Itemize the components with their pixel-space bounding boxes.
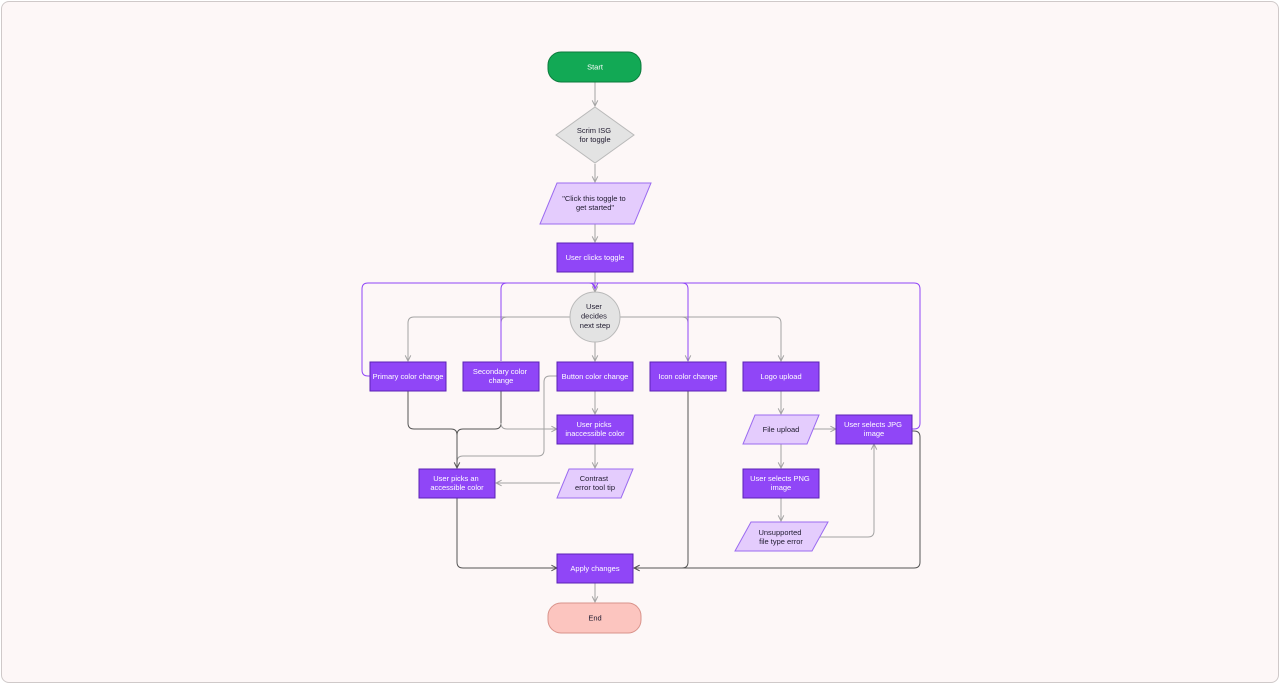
node-icon-color-change: Icon color change bbox=[649, 361, 727, 392]
node-unsupported-file: Unsupported file type error bbox=[734, 521, 829, 552]
edge-decide-to-primary bbox=[408, 316, 570, 361]
svg-text:User selects JPG image: User selects JPG image bbox=[844, 420, 904, 438]
svg-text:Apply changes: Apply changes bbox=[570, 564, 619, 573]
node-apply-changes: Apply changes bbox=[556, 553, 634, 584]
loop-secondary-to-decide bbox=[500, 282, 689, 361]
node-user-selects-jpg: User selects JPG image bbox=[835, 414, 913, 445]
node-start-label: Start bbox=[587, 62, 604, 71]
svg-text:Icon color change: Icon color change bbox=[658, 372, 717, 381]
svg-text:User clicks toggle: User clicks toggle bbox=[566, 253, 625, 262]
node-contrast-error: Contrast error tool tip bbox=[556, 468, 634, 499]
node-primary-color-change: Primary color change bbox=[369, 361, 447, 392]
svg-text:User picks an accessible: User picks an accessible color bbox=[430, 474, 484, 492]
edge-primary-to-accessible bbox=[407, 391, 457, 468]
edge-secondary-to-inaccessible bbox=[500, 422, 557, 429]
edge-jpg-to-apply bbox=[634, 430, 921, 568]
node-user-clicks-toggle: User clicks toggle bbox=[556, 242, 634, 273]
svg-text:Button color change: Button color change bbox=[562, 372, 629, 381]
svg-text:Primary color change: Primary color change bbox=[373, 372, 444, 381]
edge-icon-to-apply bbox=[634, 391, 689, 568]
svg-text:Secondary color change: Secondary color change bbox=[473, 367, 529, 385]
edges bbox=[361, 82, 921, 602]
svg-text:Unsupported file type er: Unsupported file type error bbox=[758, 528, 803, 546]
svg-text:End: End bbox=[588, 613, 601, 622]
node-click-toggle-label: "Click this toggle to get started" bbox=[562, 194, 628, 212]
node-button-color-change: Button color change bbox=[556, 361, 634, 392]
node-start: Start bbox=[547, 51, 642, 83]
node-scrim-isg-label: Scrim ISG for toggle bbox=[577, 126, 613, 144]
svg-text:User decides next: User decides next step bbox=[580, 302, 610, 330]
edge-unsupported-to-jpg bbox=[819, 444, 874, 538]
edge-secondary-to-accessible bbox=[456, 391, 502, 436]
edge-decide-to-secondary bbox=[500, 316, 570, 361]
svg-text:User picks inaccessible: User picks inaccessible color bbox=[565, 420, 625, 438]
node-file-upload: File upload bbox=[742, 414, 820, 445]
loop-primary-to-decide bbox=[361, 282, 595, 377]
node-logo-upload: Logo upload bbox=[742, 361, 820, 392]
edge-accessible-to-apply bbox=[456, 498, 557, 568]
svg-text:Contrast error tool tip: Contrast error tool tip bbox=[575, 474, 615, 492]
svg-text:User selects PNG image: User selects PNG image bbox=[750, 474, 812, 492]
node-scrim-isg: Scrim ISG for toggle bbox=[555, 106, 635, 164]
node-end: End bbox=[547, 602, 642, 634]
svg-text:Logo upload: Logo upload bbox=[760, 372, 801, 381]
node-secondary-color-change: Secondary color change bbox=[462, 361, 540, 392]
loop-jpg-to-decide bbox=[601, 282, 921, 430]
node-user-selects-png: User selects PNG image bbox=[742, 468, 820, 499]
svg-text:File upload: File upload bbox=[763, 425, 800, 434]
node-user-decides: User decides next step bbox=[569, 291, 621, 343]
node-user-picks-accessible: User picks an accessible color bbox=[418, 468, 496, 499]
edge-button-to-accessible-alt bbox=[456, 375, 557, 468]
node-click-toggle: "Click this toggle to get started" bbox=[539, 182, 652, 225]
edge-decide-to-icon bbox=[620, 316, 688, 361]
edge-decide-to-logo bbox=[620, 316, 781, 361]
node-user-picks-inaccessible: User picks inaccessible color bbox=[556, 414, 634, 445]
